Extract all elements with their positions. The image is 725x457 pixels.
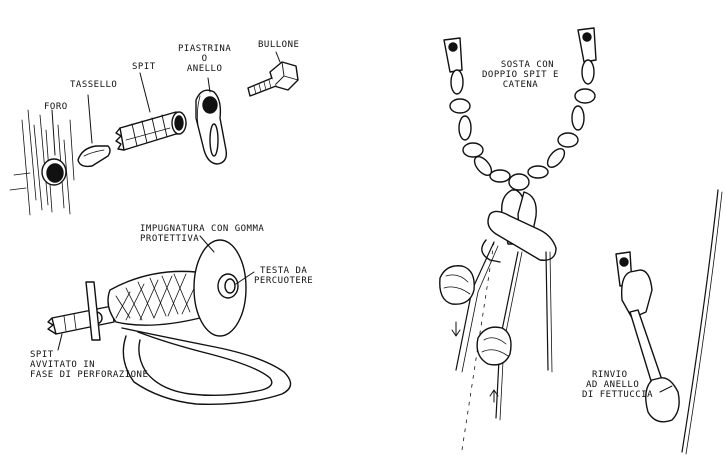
label-rinvio: RINVIO AD ANELLO DI FETTUCCIA: [582, 370, 653, 400]
label-piastrina-line-1: PIASTRINA: [178, 44, 232, 54]
label-sosta-line-2: DOPPIO SPIT E: [482, 70, 559, 80]
foro-leader: [51, 109, 56, 156]
label-rinvio-line-2: AD ANELLO: [586, 380, 640, 390]
spit-anchor: [115, 111, 187, 151]
label-piastrina-line-3: ANELLO: [186, 64, 223, 74]
left-bolt: [443, 37, 463, 73]
drill-hole: [41, 158, 67, 186]
label-impugnatura: IMPUGNATURA CON GOMMA PROTETTIVA: [140, 224, 264, 244]
label-sosta-line-3: CATENA: [502, 80, 539, 90]
rinvio-leader: [659, 385, 673, 393]
piastrina-hanger: [195, 89, 228, 165]
label-sosta: SOSTA CON DOPPIO SPIT E CATENA: [482, 60, 559, 90]
label-impugnatura-line-1: IMPUGNATURA CON GOMMA: [140, 224, 265, 234]
label-sosta-line-1: SOSTA CON: [500, 60, 555, 70]
label-testa: TESTA DA PERCUOTERE: [254, 266, 313, 286]
label-spit-avvitato-line-3: FASE DI PERFORAZIONE: [30, 370, 149, 380]
piastrina-leader: [207, 77, 211, 93]
label-impugnatura-line-2: PROTETTIVA: [140, 234, 200, 244]
label-testa-line-1: TESTA DA: [260, 266, 308, 276]
spit-leader: [139, 72, 151, 113]
label-spit-avvitato: SPIT AVVITATO IN FASE DI PERFORAZIONE: [30, 350, 148, 380]
bullone-bolt: [247, 61, 299, 97]
master-carabiners: [481, 189, 557, 263]
label-piastrina-line-2: O: [201, 54, 208, 64]
label-piastrina: PIASTRINA O ANELLO: [178, 44, 231, 74]
testa-leader: [235, 271, 255, 285]
label-rinvio-line-1: RINVIO: [592, 370, 628, 380]
drill-tool: [47, 239, 292, 405]
rope-right: [681, 189, 723, 455]
chain: [449, 59, 596, 191]
label-bullone: BULLONE: [258, 40, 300, 50]
rock-surface: [9, 109, 75, 216]
label-tassello: TASSELLO: [70, 80, 118, 90]
label-rinvio-line-3: DI FETTUCCIA: [582, 390, 654, 400]
label-testa-line-2: PERCUOTERE: [254, 276, 314, 286]
tassello-wedge: [77, 145, 111, 168]
tassello-leader: [87, 94, 93, 144]
belay-device-upper: [439, 265, 475, 305]
label-spit: SPIT: [132, 62, 156, 72]
belay-device-lower: [476, 326, 512, 366]
bullone-leader: [275, 51, 281, 63]
label-spit-avvitato-line-2: AVVITATO IN: [30, 360, 96, 370]
label-spit-avvitato-line-1: SPIT: [30, 350, 54, 360]
label-foro: FORO: [44, 102, 68, 112]
quickdraw: [620, 269, 680, 423]
right-bolt: [577, 27, 597, 63]
direction-arrows: [451, 321, 499, 403]
impugnatura-leader: [199, 235, 215, 253]
spit-avvitato-leader: [57, 333, 63, 351]
